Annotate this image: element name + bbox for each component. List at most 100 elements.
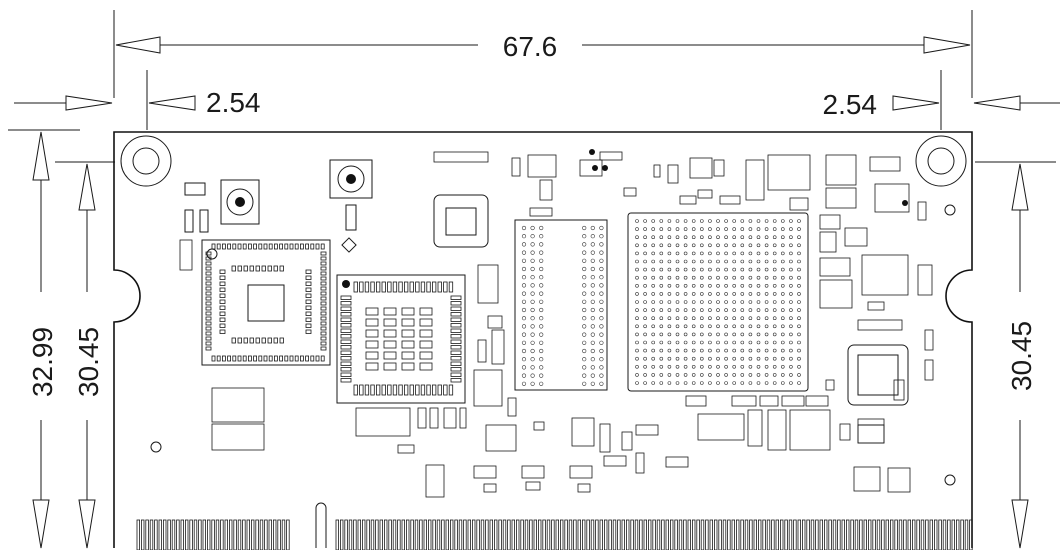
rf-pad	[184, 209, 194, 233]
passive-component	[857, 319, 903, 331]
connector-finger	[176, 519, 180, 550]
bga-ball	[521, 291, 527, 296]
passive-component	[767, 154, 811, 191]
bga-ball	[699, 332, 704, 337]
bga-ball	[732, 219, 737, 223]
bga-ball	[582, 275, 587, 280]
bga-ball	[772, 227, 777, 231]
bga-ball	[530, 381, 535, 386]
bga-ball	[683, 324, 688, 329]
bga-ball	[699, 340, 704, 345]
bga-ball	[635, 316, 639, 321]
bga-ball	[772, 267, 777, 272]
passive-component	[713, 159, 725, 177]
bga-ball	[675, 275, 680, 280]
bga-ball	[740, 364, 745, 369]
bga-ball	[530, 266, 535, 272]
chip-pad	[401, 318, 415, 327]
module-chip-left	[201, 239, 331, 366]
passive-component	[603, 455, 627, 467]
chip-pad	[320, 316, 327, 321]
chip-pad	[242, 355, 247, 362]
bga-ball	[539, 234, 544, 239]
bga-ball	[599, 242, 604, 247]
connector-finger	[951, 519, 955, 550]
chip-pad	[267, 337, 272, 344]
bga-ball	[635, 292, 639, 296]
connector-finger	[964, 519, 969, 550]
chip-core	[247, 284, 285, 322]
connector-finger	[268, 519, 272, 550]
passive-component	[443, 407, 457, 429]
bga-ball	[699, 267, 704, 272]
bga-ball	[643, 267, 647, 272]
hole-span-height-left-label: 30.45	[73, 327, 104, 397]
bga-ball	[530, 299, 535, 304]
bga-ball	[699, 364, 704, 369]
chip-pad	[420, 281, 426, 293]
passive-component	[179, 239, 193, 271]
bga-ball	[772, 219, 777, 223]
passive-component	[533, 421, 545, 431]
bga-ball	[643, 348, 647, 353]
connector-finger	[493, 519, 498, 550]
connector-finger	[700, 519, 705, 550]
bga-ball	[530, 258, 535, 263]
connector-finger	[683, 519, 687, 550]
bga-ball	[530, 324, 535, 329]
chip-pad	[227, 243, 232, 250]
board-outline	[113, 131, 973, 548]
bga-ball	[740, 259, 745, 264]
bga-ball	[748, 364, 753, 369]
bga-ball	[748, 324, 753, 329]
chip-pad	[340, 350, 352, 355]
bga-ball	[732, 235, 737, 239]
chip-pad	[310, 243, 315, 250]
connector-finger	[414, 519, 419, 550]
connector-finger	[445, 519, 449, 550]
bga-ball	[699, 348, 704, 353]
connector-finger	[498, 519, 502, 550]
bga-ball	[724, 332, 728, 337]
passive-component	[759, 395, 779, 407]
chip-pad	[450, 372, 462, 377]
connector-finger	[656, 519, 661, 550]
bga-ball	[667, 308, 672, 312]
bga-ball	[691, 251, 696, 256]
connector-finger	[405, 519, 410, 550]
bga-ball	[675, 300, 680, 304]
bga-ball	[659, 243, 664, 248]
arrow-left-icon	[115, 36, 161, 54]
chip-pad	[320, 355, 325, 362]
bga-ball	[643, 259, 647, 264]
chip-pad	[365, 340, 379, 349]
bga-ball	[716, 381, 720, 385]
bga-ball	[691, 235, 696, 239]
chip-pad	[305, 311, 312, 316]
bga-ball	[651, 259, 656, 264]
connector-finger	[388, 519, 392, 550]
bga-ball	[764, 219, 769, 223]
bga-ball	[708, 356, 712, 361]
connector-finger	[215, 519, 220, 550]
connector-finger	[714, 519, 718, 550]
bga-ball	[756, 340, 761, 345]
connector-finger	[942, 519, 947, 550]
passive-component	[539, 179, 553, 201]
bga-ball	[724, 267, 728, 272]
chip-pad	[305, 281, 312, 286]
overall-height-label: 32.99	[27, 327, 58, 397]
passive-component	[825, 187, 857, 209]
bga-ball	[659, 283, 664, 288]
bga-ball	[748, 292, 753, 296]
connector-finger	[674, 519, 678, 550]
bga-ball	[521, 316, 527, 321]
bga-ball	[683, 332, 688, 337]
bga-ball	[659, 219, 664, 223]
chip-pad	[383, 307, 397, 316]
chip-pad	[227, 355, 232, 362]
connector-finger	[749, 519, 753, 550]
chip-pad	[340, 306, 352, 311]
chip-pad	[359, 281, 364, 293]
bga-ball	[797, 267, 801, 272]
